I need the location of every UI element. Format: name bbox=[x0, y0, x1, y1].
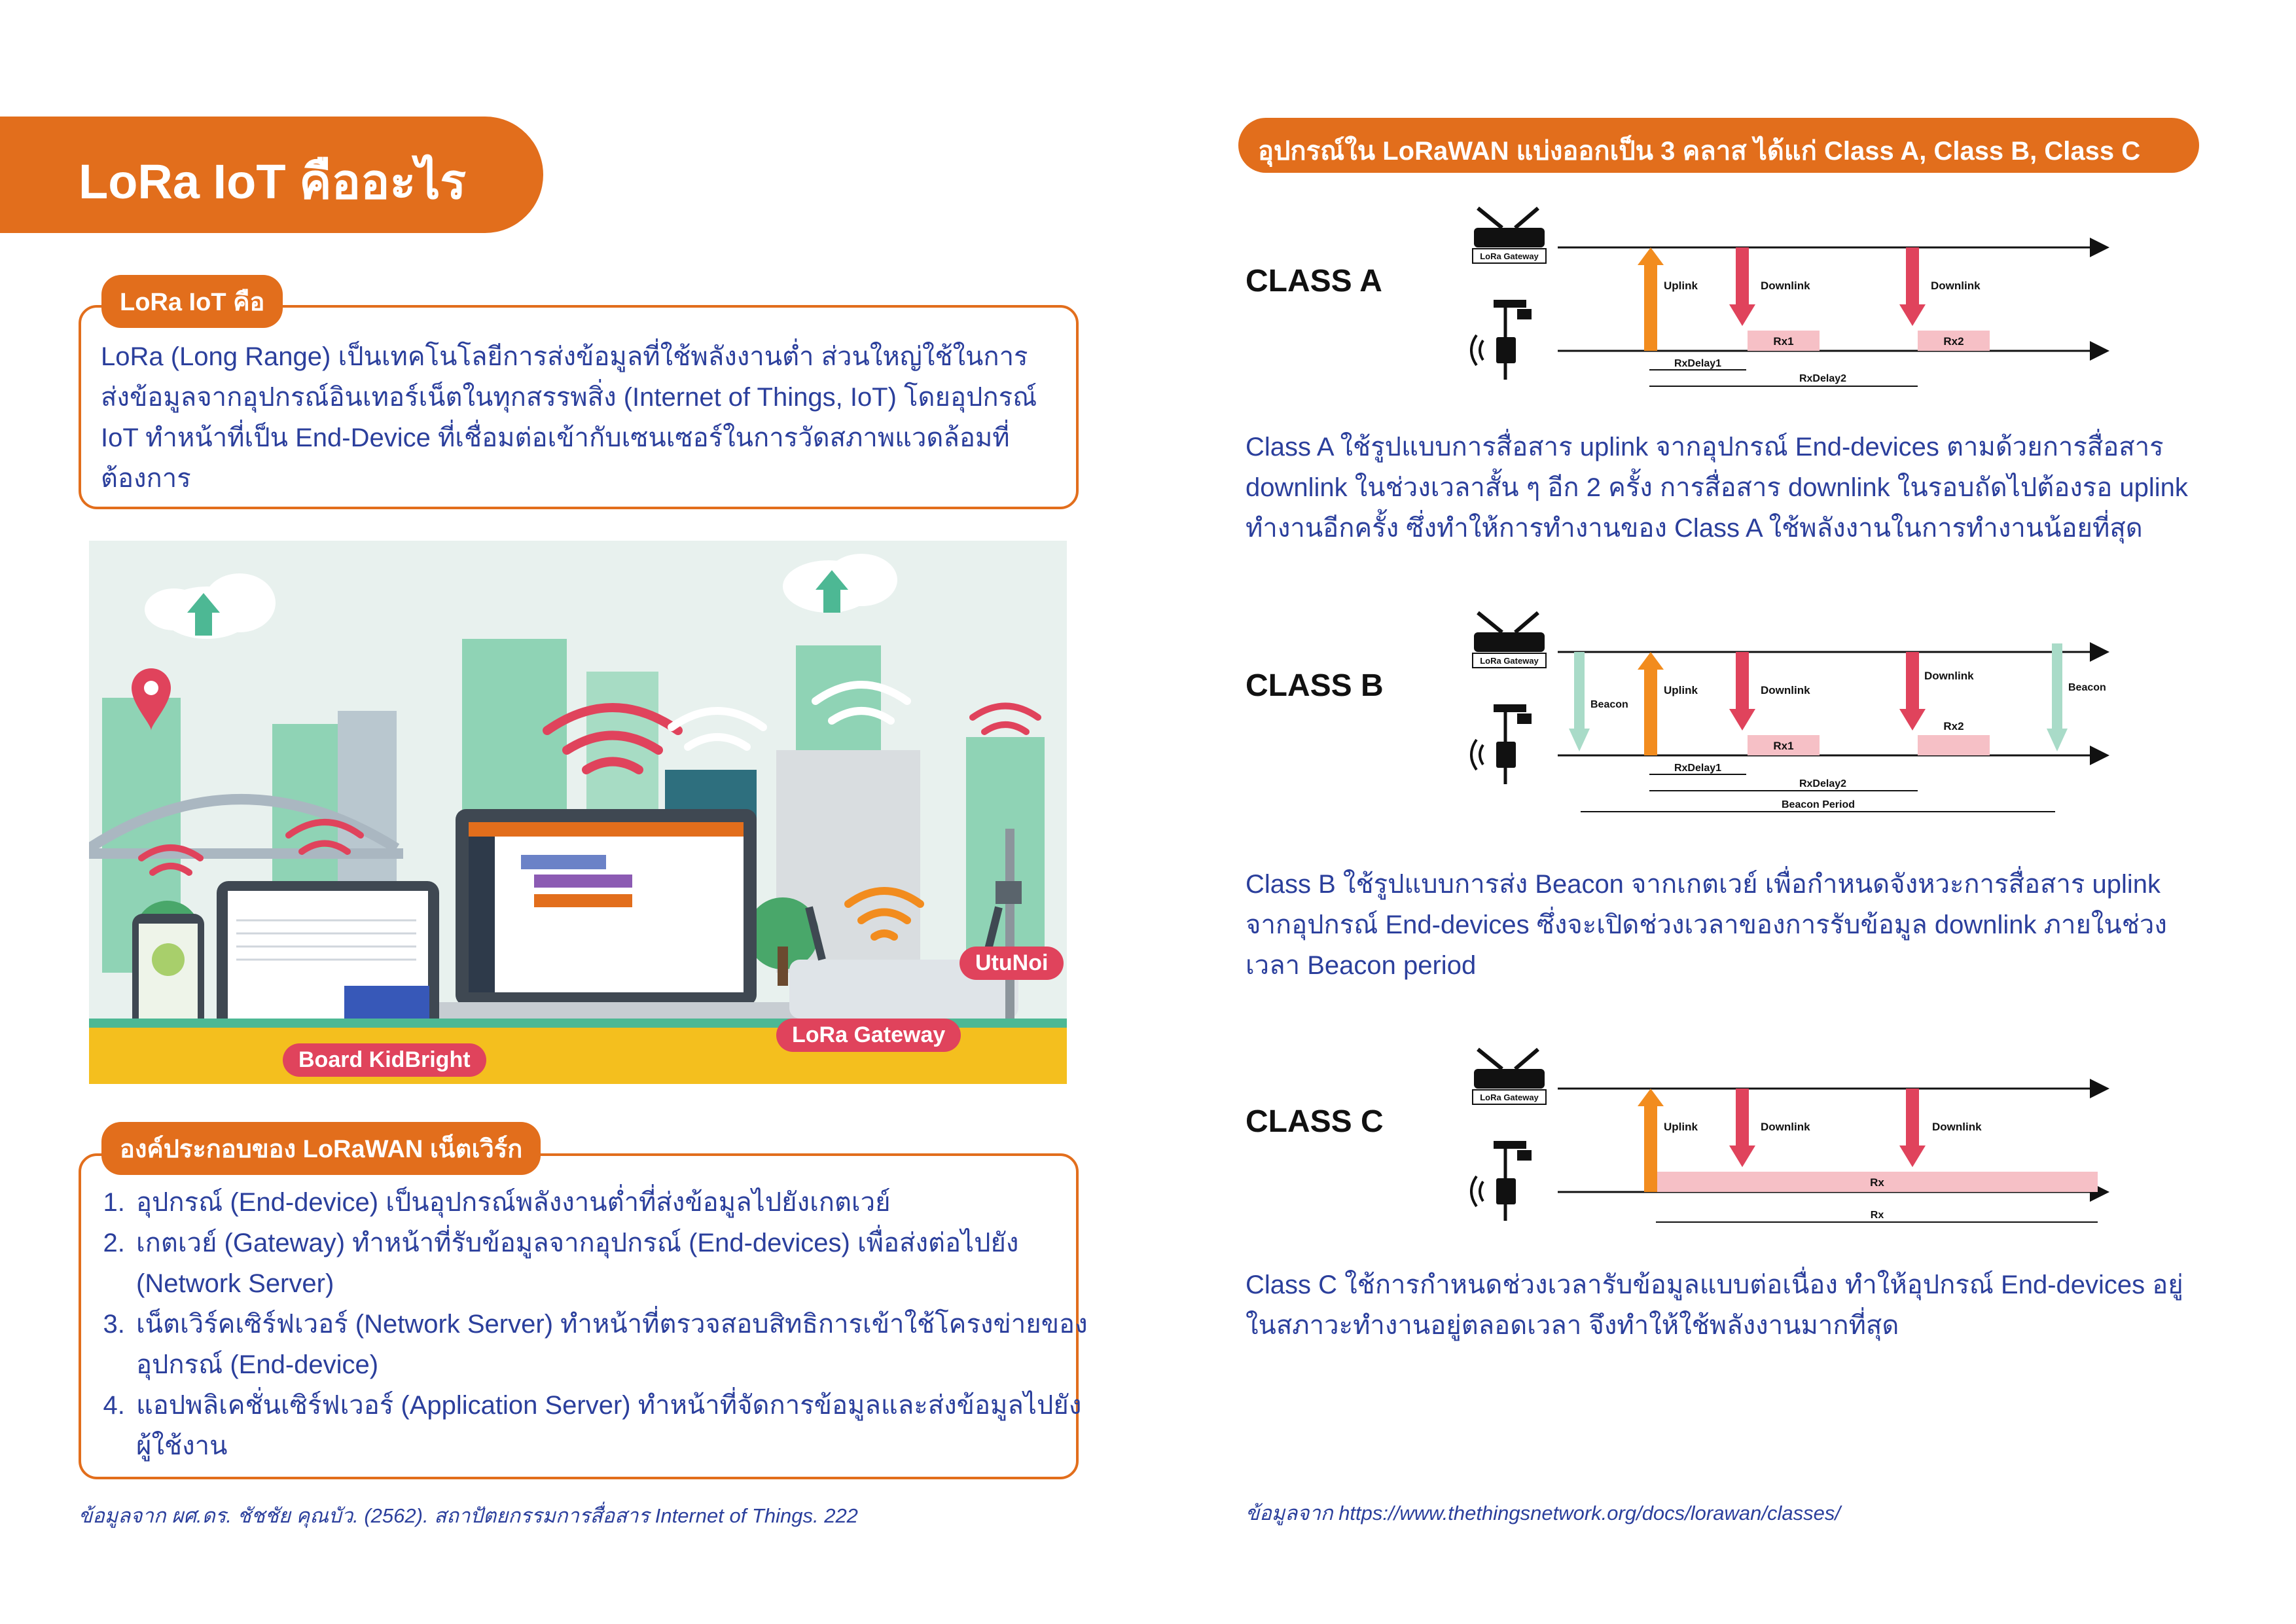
rx1-label: Rx1 bbox=[1773, 740, 1793, 752]
end-device-icon bbox=[1470, 300, 1532, 380]
rx-window-label: Rx bbox=[1870, 1176, 1884, 1189]
classes-header-text: อุปกรณ์ใน LoRaWAN แบ่งออกเป็น 3 คลาส ได้… bbox=[1258, 137, 2141, 166]
rx1-label: Rx1 bbox=[1773, 335, 1793, 348]
rxdelay2-label: RxDelay2 bbox=[1799, 373, 1846, 384]
rx2-label: Rx2 bbox=[1943, 720, 1964, 732]
class-c-desc: Class C ใช้การกำหนดช่วงเวลารับข้อมูลแบบต… bbox=[1246, 1271, 2183, 1340]
intro-box: LoRa (Long Range) เป็นเทคโนโลยีการส่งข้อ… bbox=[79, 305, 1079, 509]
rx-span-label: Rx bbox=[1871, 1210, 1884, 1221]
downlink-2-label: Downlink bbox=[1924, 670, 1974, 682]
downlink-2-label: Downlink bbox=[1931, 280, 1981, 292]
lora-gateway-label: LoRa Gateway bbox=[776, 1019, 961, 1052]
intro-text: LoRa (Long Range) เป็นเทคโนโลยีการส่งข้อ… bbox=[101, 342, 1037, 493]
left-citation: ข้อมูลจาก ผศ.ดร. ชัชชัย คุณบัว. (2562). … bbox=[79, 1504, 858, 1527]
components-tag: องค์ประกอบของ LoRaWAN เน็ตเวิร์ก bbox=[101, 1122, 541, 1175]
title-banner: LoRa IoT คืออะไร bbox=[0, 117, 543, 233]
lora-gateway-device bbox=[789, 960, 1018, 1019]
rxdelay2-label: RxDelay2 bbox=[1799, 778, 1846, 789]
right-citation: ข้อมูลจาก https://www.thethingsnetwork.o… bbox=[1246, 1502, 1840, 1525]
component-item: เน็ตเวิร์คเซิร์ฟเวอร์ (Network Server) ท… bbox=[132, 1304, 1088, 1385]
downlink-2-label: Downlink bbox=[1932, 1121, 1982, 1133]
components-list: อุปกรณ์ (End-device) เป็นอุปกรณ์พลังงานต… bbox=[81, 1182, 1088, 1466]
gateway-caption: LoRa Gateway bbox=[1480, 656, 1539, 666]
class-a-desc: Class A ใช้รูปแบบการสื่อสาร uplink จากอุ… bbox=[1246, 433, 2188, 543]
class-b-label: CLASS B bbox=[1246, 668, 1384, 703]
class-c-label: CLASS C bbox=[1246, 1104, 1384, 1139]
downlink-1-label: Downlink bbox=[1761, 684, 1810, 696]
wifi-icon bbox=[138, 702, 1041, 876]
end-device-icon bbox=[1470, 704, 1532, 784]
end-device-icon bbox=[1470, 1141, 1532, 1221]
rxdelay1-label: RxDelay1 bbox=[1674, 763, 1721, 774]
page-title: LoRa IoT คืออะไร bbox=[79, 154, 467, 209]
city-scene bbox=[89, 541, 1067, 1084]
gateway-caption: LoRa Gateway bbox=[1480, 251, 1539, 261]
wifi-icon bbox=[844, 887, 924, 941]
classes-header: อุปกรณ์ใน LoRaWAN แบ่งออกเป็น 3 คลาส ได้… bbox=[1238, 118, 2199, 173]
gateway-icon bbox=[1472, 206, 1547, 264]
component-item: เกตเวย์ (Gateway) ทำหน้าที่รับข้อมูลจากอ… bbox=[132, 1223, 1088, 1304]
downlink-1-label: Downlink bbox=[1761, 280, 1810, 292]
wifi-icon bbox=[668, 681, 911, 751]
location-pin-icon bbox=[132, 668, 171, 731]
uplink-label: Uplink bbox=[1664, 1121, 1698, 1133]
board-kidbright-label: Board KidBright bbox=[283, 1043, 486, 1077]
class-c-diagram: LoRa Gateway Rx Uplink Downlink Downlink… bbox=[1466, 1038, 2121, 1234]
class-a-diagram: LoRa Gateway Uplink Downlink Downlink Rx… bbox=[1466, 196, 2121, 406]
beacon-2-label: Beacon bbox=[2068, 682, 2106, 693]
beacon-1-label: Beacon bbox=[1590, 699, 1628, 710]
uplink-label: Uplink bbox=[1664, 280, 1698, 292]
class-b-diagram: LoRa Gateway Beacon Beacon Uplink Downli… bbox=[1466, 601, 2121, 823]
intro-tag: LoRa IoT คือ bbox=[101, 275, 283, 328]
downlink-1-label: Downlink bbox=[1761, 1121, 1810, 1133]
component-item: แอปพลิเคชั่นเซิร์ฟเวอร์ (Application Ser… bbox=[132, 1385, 1088, 1466]
wifi-icon bbox=[543, 703, 683, 774]
utunoi-label: UtuNoi bbox=[960, 947, 1064, 980]
gateway-icon bbox=[1472, 1047, 1547, 1105]
uplink-label: Uplink bbox=[1664, 684, 1698, 696]
gateway-caption: LoRa Gateway bbox=[1480, 1092, 1539, 1102]
rxdelay1-label: RxDelay1 bbox=[1674, 358, 1721, 369]
beacon-period-label: Beacon Period bbox=[1782, 799, 1855, 810]
gateway-icon bbox=[1472, 611, 1547, 668]
class-b-desc: Class B ใช้รูปแบบการส่ง Beacon จากเกตเวย… bbox=[1246, 870, 2167, 980]
iot-illustration: Board KidBright LoRa Gateway UtuNoi bbox=[89, 541, 1067, 1084]
rx2-label: Rx2 bbox=[1943, 335, 1964, 348]
component-item: อุปกรณ์ (End-device) เป็นอุปกรณ์พลังงานต… bbox=[132, 1182, 1088, 1223]
components-box: อุปกรณ์ (End-device) เป็นอุปกรณ์พลังงานต… bbox=[79, 1153, 1088, 1479]
class-a-label: CLASS A bbox=[1246, 264, 1382, 298]
